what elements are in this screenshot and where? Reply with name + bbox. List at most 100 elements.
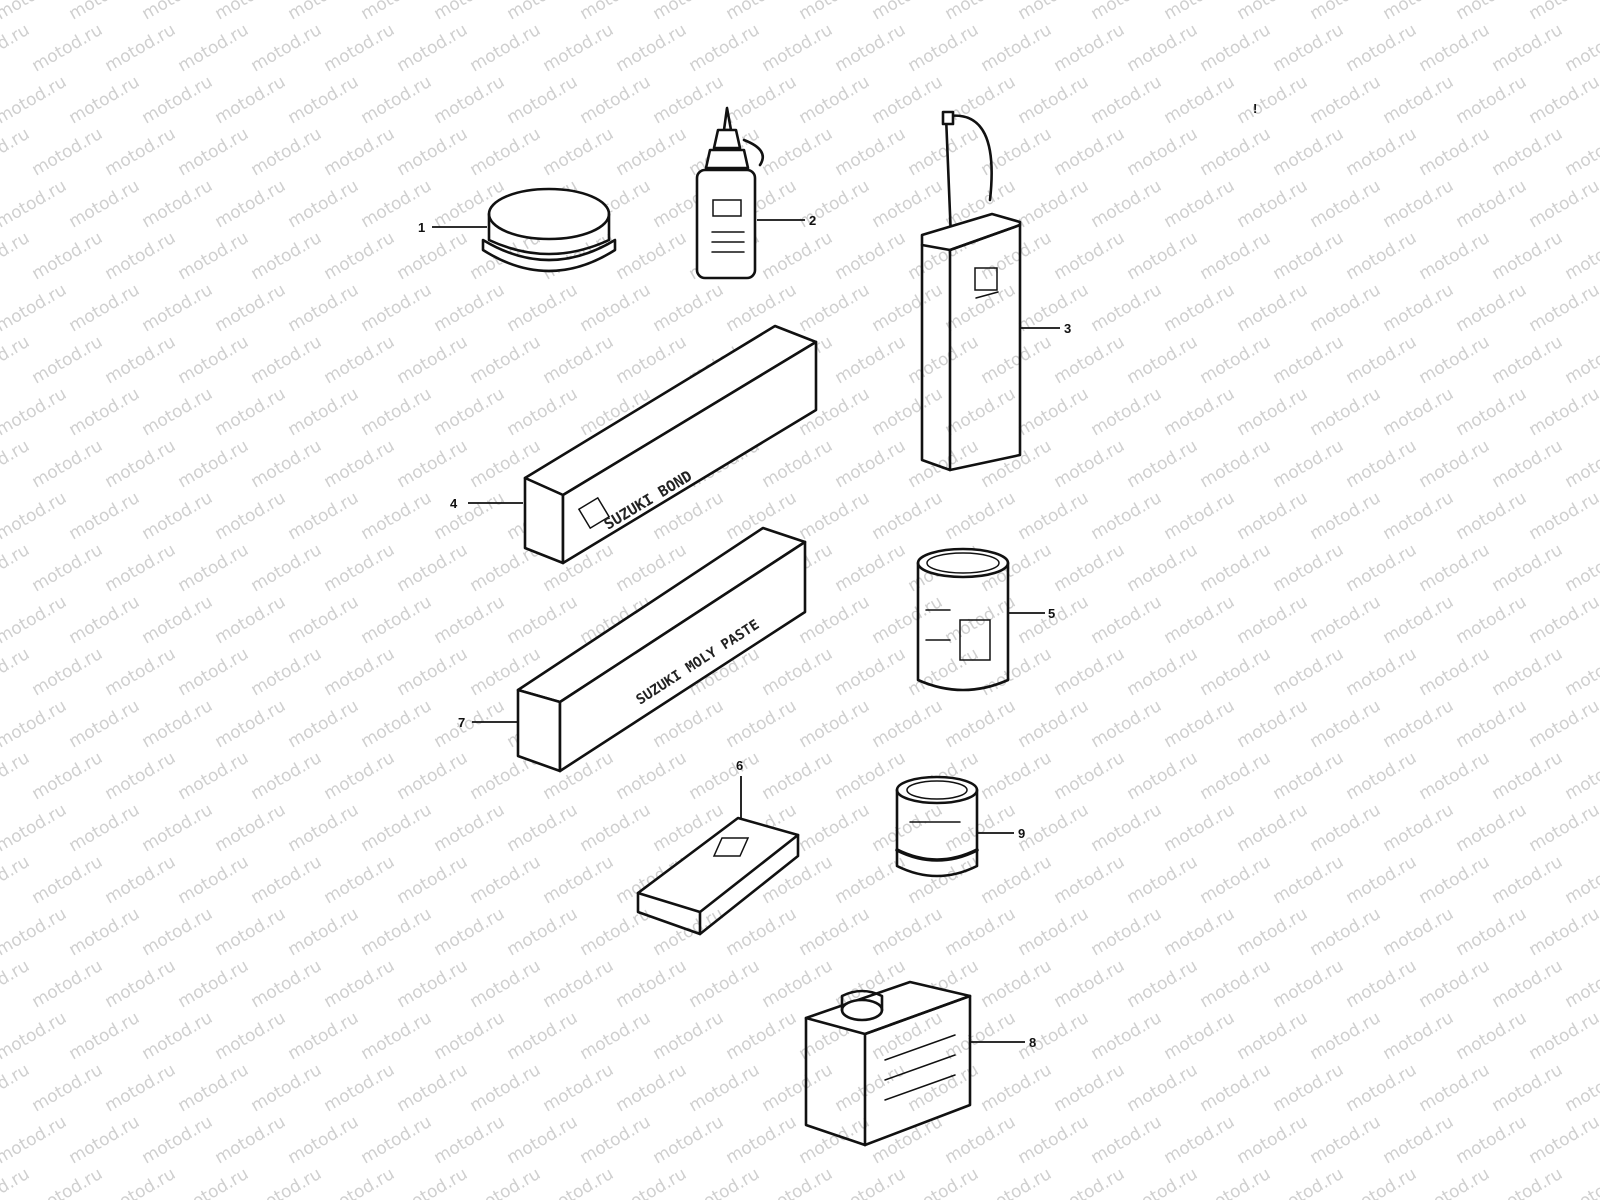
watermark-text: motod.ru [1343, 540, 1421, 596]
watermark-text: motod.ru [1416, 644, 1494, 700]
watermark-text: motod.ru [1562, 1164, 1600, 1200]
watermark-text: motod.ru [212, 176, 290, 232]
watermark-text: motod.ru [1489, 124, 1567, 180]
watermark-text: motod.ru [0, 384, 70, 440]
watermark-text: motod.ru [796, 0, 874, 24]
watermark-text: motod.ru [1562, 228, 1600, 284]
watermark-text: motod.ru [796, 696, 874, 752]
watermark-text: motod.ru [1088, 800, 1166, 856]
watermark-text: motod.ru [504, 800, 582, 856]
watermark-text: motod.ru [1161, 176, 1239, 232]
watermark-text: motod.ru [1124, 124, 1202, 180]
watermark-text: motod.ru [1416, 332, 1494, 388]
watermark-text: motod.ru [212, 384, 290, 440]
watermark-text: motod.ru [285, 904, 363, 960]
part-2-oil-bottle: 2 [695, 106, 816, 280]
watermark-text: motod.ru [248, 124, 326, 180]
watermark-text: motod.ru [1343, 228, 1421, 284]
watermark-text: motod.ru [1161, 488, 1239, 544]
watermark-text: motod.ru [1416, 852, 1494, 908]
watermark-text: motod.ru [358, 488, 436, 544]
watermark-text: motod.ru [1343, 436, 1421, 492]
watermark-text: motod.ru [1343, 748, 1421, 804]
watermark-text: motod.ru [905, 644, 983, 700]
watermark-text: motod.ru [1197, 644, 1275, 700]
watermark-text: motod.ru [102, 1060, 180, 1116]
watermark-text: motod.ru [759, 956, 837, 1012]
watermark-text: motod.ru [650, 1008, 728, 1064]
watermark-text: motod.ru [1489, 436, 1567, 492]
watermark-text: motod.ru [1270, 124, 1348, 180]
watermark-text: motod.ru [358, 1112, 436, 1168]
callout-8: 8 [1029, 1035, 1036, 1050]
watermark-text: motod.ru [102, 20, 180, 76]
watermark-text: motod.ru [29, 540, 107, 596]
watermark-text: motod.ru [1051, 1164, 1129, 1200]
watermark-text: motod.ru [248, 1164, 326, 1200]
watermark-text: motod.ru [1234, 0, 1312, 24]
watermark-text: motod.ru [394, 436, 472, 492]
watermark-text: motod.ru [1051, 540, 1129, 596]
watermark-text: motod.ru [723, 1008, 801, 1064]
watermark-text: motod.ru [1051, 20, 1129, 76]
watermark-text: motod.ru [1088, 1112, 1166, 1168]
watermark-text: motod.ru [577, 1112, 655, 1168]
part-1-grease-jar: 1 [418, 187, 617, 273]
watermark-text: motod.ru [832, 332, 910, 388]
watermark-text: motod.ru [1234, 488, 1312, 544]
watermark-text: motod.ru [175, 644, 253, 700]
watermark-text: motod.ru [613, 124, 691, 180]
watermark-text: motod.ru [1562, 956, 1600, 1012]
watermark-text: motod.ru [796, 488, 874, 544]
watermark-text: motod.ru [0, 1008, 70, 1064]
watermark-text: motod.ru [29, 1164, 107, 1200]
watermark-text: motod.ru [0, 696, 70, 752]
watermark-text: motod.ru [1416, 1164, 1494, 1200]
watermark-text: motod.ru [467, 124, 545, 180]
watermark-text: motod.ru [248, 228, 326, 284]
watermark-text: motod.ru [1416, 124, 1494, 180]
watermark-text: motod.ru [321, 228, 399, 284]
watermark-text: motod.ru [650, 1112, 728, 1168]
watermark-text: motod.ru [540, 124, 618, 180]
watermark-text: motod.ru [394, 20, 472, 76]
watermark-text: motod.ru [978, 1060, 1056, 1116]
watermark-text: motod.ru [66, 1008, 144, 1064]
watermark-text: motod.ru [1489, 332, 1567, 388]
watermark-text: motod.ru [905, 20, 983, 76]
watermark-text: motod.ru [1307, 0, 1385, 24]
watermark-text: motod.ru [759, 20, 837, 76]
watermark-text: motod.ru [1197, 20, 1275, 76]
watermark-text: motod.ru [1124, 20, 1202, 76]
callout-1: 1 [418, 220, 425, 235]
watermark-text: motod.ru [1343, 1060, 1421, 1116]
watermark-text: motod.ru [942, 280, 1020, 336]
watermark-text: motod.ru [1270, 852, 1348, 908]
watermark-text: motod.ru [321, 20, 399, 76]
watermark-text: motod.ru [1088, 488, 1166, 544]
watermark-text: motod.ru [1015, 176, 1093, 232]
watermark-text: motod.ru [102, 956, 180, 1012]
watermark-text: motod.ru [0, 228, 33, 284]
watermark-text: motod.ru [394, 852, 472, 908]
watermark-text: motod.ru [1453, 280, 1531, 336]
watermark-text: motod.ru [759, 852, 837, 908]
watermark-text: motod.ru [650, 904, 728, 960]
watermark-text: motod.ru [1161, 696, 1239, 752]
watermark-text: motod.ru [0, 72, 70, 128]
watermark-text: motod.ru [212, 904, 290, 960]
watermark-text: motod.ru [759, 1164, 837, 1200]
watermark-text: motod.ru [869, 696, 947, 752]
watermark-text: motod.ru [613, 228, 691, 284]
watermark-text: motod.ru [29, 228, 107, 284]
watermark-text: motod.ru [358, 592, 436, 648]
watermark-text: motod.ru [613, 1060, 691, 1116]
watermark-text: motod.ru [577, 280, 655, 336]
watermark-text: motod.ru [1307, 1112, 1385, 1168]
watermark-text: motod.ru [1197, 436, 1275, 492]
watermark-text: motod.ru [905, 436, 983, 492]
watermark-text: motod.ru [1380, 1008, 1458, 1064]
watermark-text: motod.ru [139, 488, 217, 544]
watermark-text: motod.ru [1234, 1008, 1312, 1064]
